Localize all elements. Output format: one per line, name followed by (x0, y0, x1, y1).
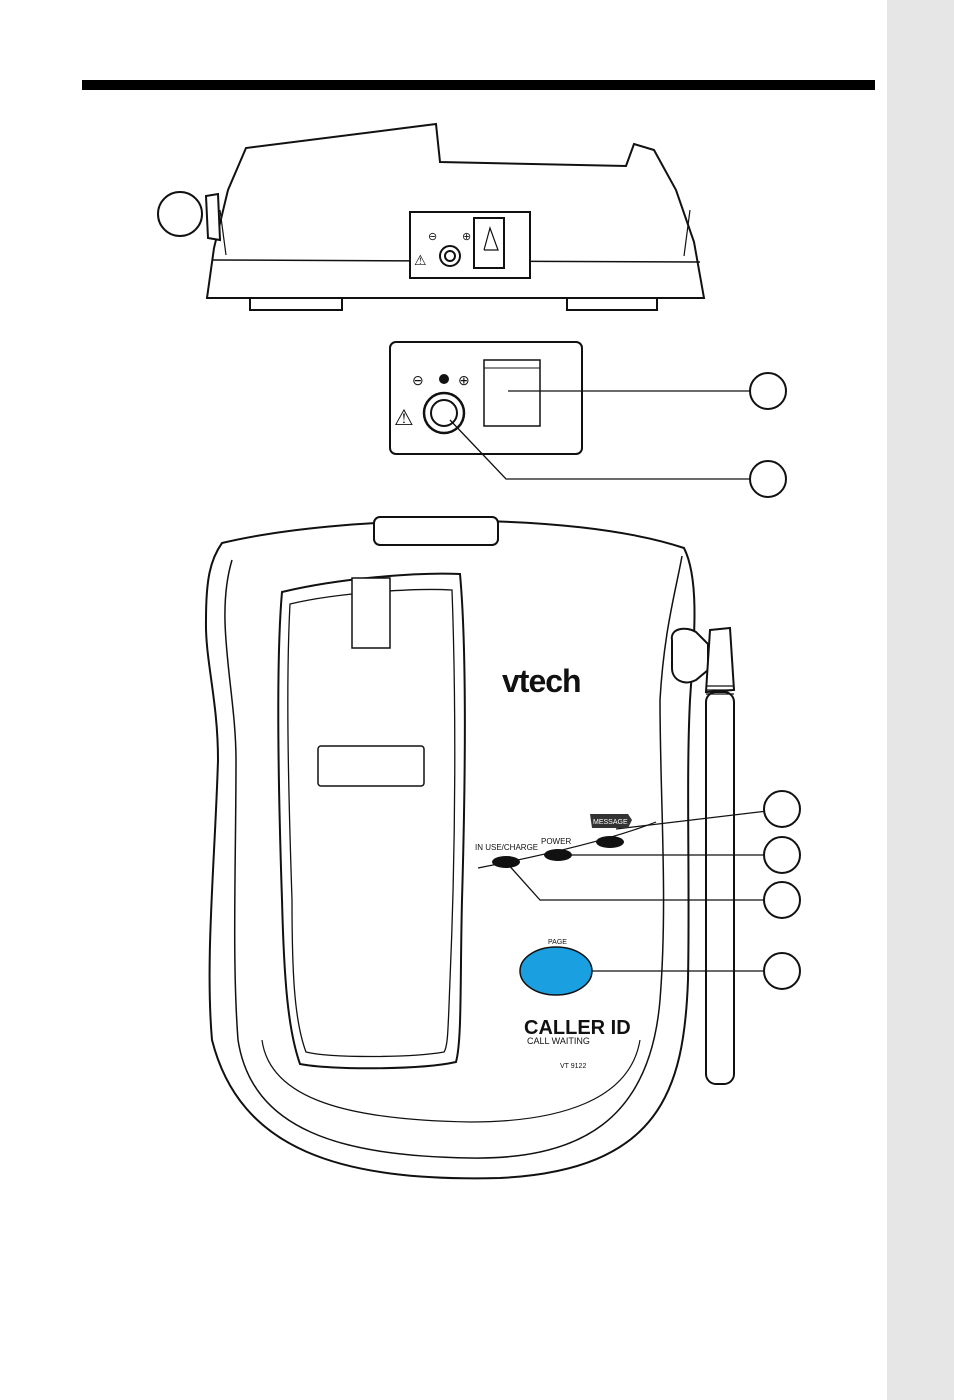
dc-polarity-minus: ⊖ (412, 372, 424, 388)
model-number: VT 9122 (560, 1063, 586, 1070)
right-margin-band (887, 0, 954, 1400)
base-side-view (157, 122, 706, 311)
base-foot-left (249, 297, 343, 311)
connector-panel-zoom (389, 341, 787, 498)
in-use-charge-led (492, 856, 520, 868)
callout-circle-in-use-led (763, 881, 801, 919)
message-led (596, 836, 624, 848)
message-label-tag (590, 814, 632, 828)
warning-icon-small: ⚠ (414, 252, 427, 268)
callout-circle-power-jack (749, 460, 787, 498)
base-top-tab (373, 516, 499, 546)
label-in-use-charge: IN USE/CHARGE (475, 843, 538, 852)
callout-circle-side (157, 191, 203, 237)
brand-logo: vtech (502, 663, 581, 699)
callout-circle-line-jack (749, 372, 787, 410)
model-caller-id: CALLER ID (524, 1017, 631, 1039)
antenna-shaft (705, 691, 735, 1085)
label-power: POWER (541, 837, 571, 846)
warning-icon: ⚠ (394, 405, 414, 430)
handset-window (317, 745, 425, 787)
base-foot-right (566, 297, 658, 311)
label-message: MESSAGE (593, 819, 628, 826)
antenna-knob (670, 627, 709, 684)
callout-circle-page-button (763, 952, 801, 990)
connector-panel-frame (389, 341, 583, 455)
model-call-waiting: CALL WAITING (527, 1036, 590, 1046)
callout-circle-power-led (763, 836, 801, 874)
dc-polarity-small: ⊖ (428, 231, 437, 243)
charging-contact-slot (351, 577, 391, 649)
power-led (544, 849, 572, 861)
phone-line-jack (483, 359, 541, 427)
dc-polarity-small-plus: ⊕ (462, 231, 471, 243)
connector-panel-small (409, 211, 531, 279)
header-rule (82, 80, 875, 90)
dc-polarity-plus: ⊕ (458, 372, 470, 388)
label-page: PAGE (548, 939, 567, 946)
callout-circle-message-led (763, 790, 801, 828)
page-button[interactable] (519, 946, 593, 996)
power-jack (422, 391, 466, 435)
base-front-view (204, 516, 801, 1180)
handset-cradle (277, 572, 466, 1070)
